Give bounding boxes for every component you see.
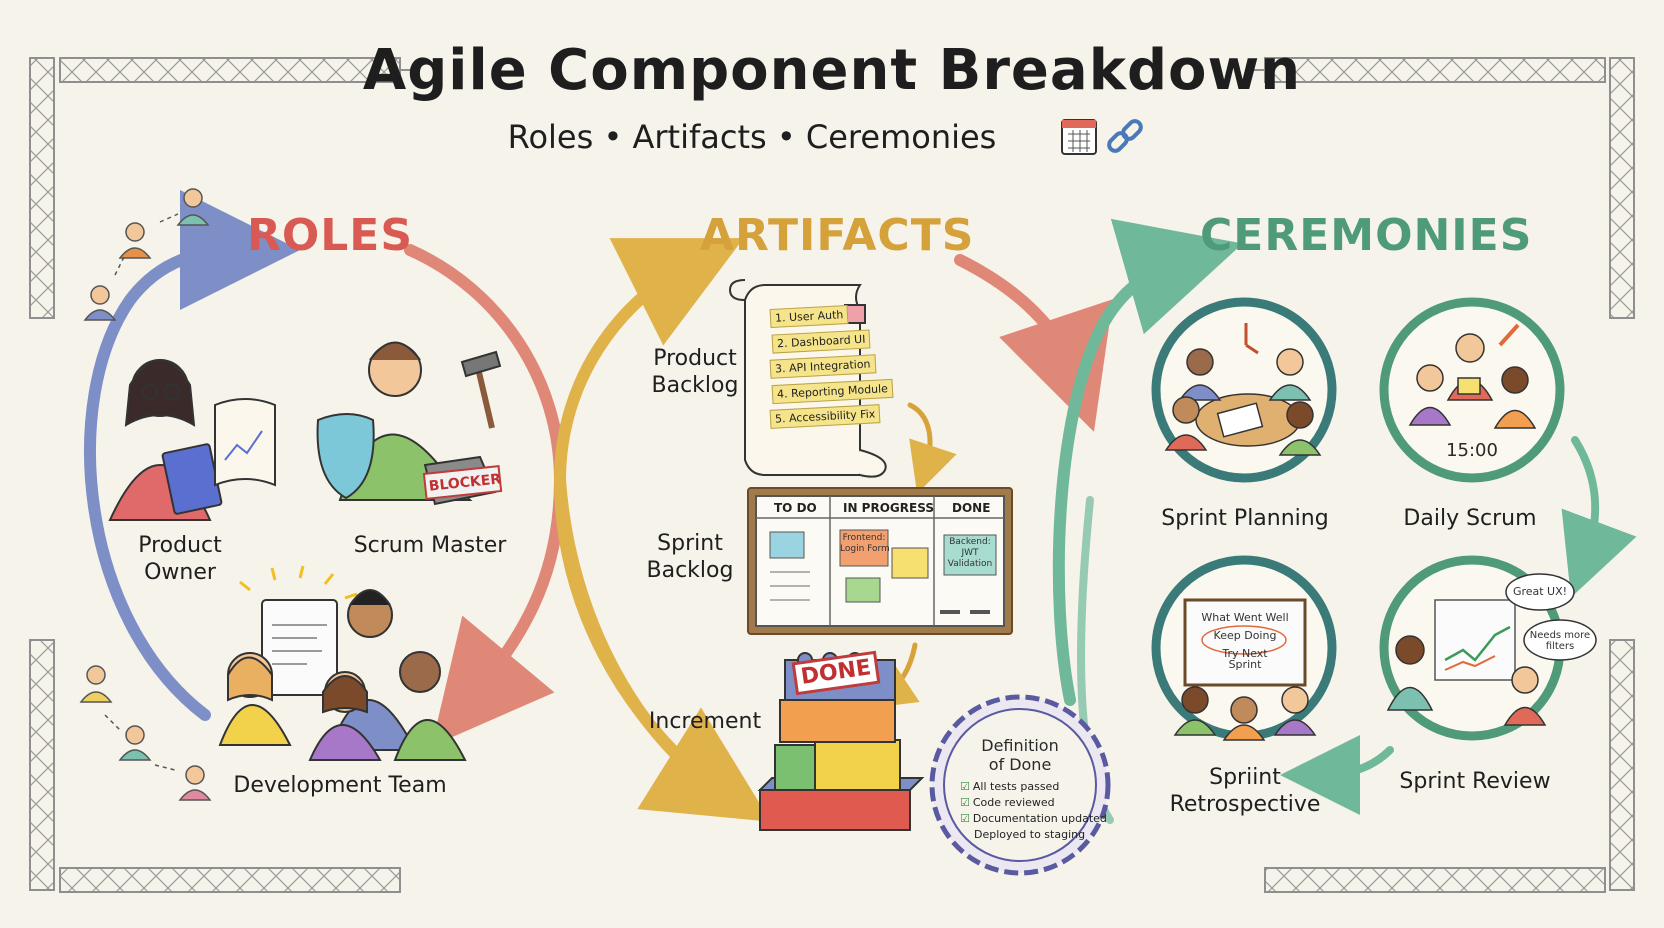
sprint-backlog-label: Sprint Backlog bbox=[646, 531, 734, 583]
retro-board-line: Try Next Sprint bbox=[1222, 647, 1268, 671]
sprint-planning-label: Sprint Planning bbox=[1161, 506, 1329, 531]
ceremonies-heading: CEREMONIES bbox=[1200, 210, 1533, 261]
sticky-note-backend: Backend: JWT Validation bbox=[947, 537, 993, 569]
sprint-retrospective-scene bbox=[1173, 598, 1317, 741]
calendar-icon bbox=[1061, 119, 1097, 155]
definition-of-done-title: Definition of Done bbox=[981, 736, 1059, 774]
people-icons-top-left bbox=[83, 188, 210, 321]
artifacts-heading: ARTIFACTS bbox=[700, 210, 975, 261]
sticky-note-frontend: Frontend: Login Form bbox=[840, 533, 890, 554]
development-team-label: Development Team bbox=[233, 773, 447, 798]
dod-checklist-text: Deployed to staging bbox=[974, 828, 1086, 841]
daily-scrum-clock: 15:00 bbox=[1446, 440, 1498, 461]
definition-of-done-badge bbox=[929, 694, 1111, 876]
people-icons-bottom-left bbox=[79, 665, 212, 801]
product-backlog-label: Product Backlog bbox=[651, 346, 739, 398]
page-subtitle: Roles • Artifacts • Ceremonies bbox=[507, 118, 997, 156]
dod-checklist-item: ☑Code reviewed bbox=[960, 796, 1055, 809]
dod-checklist-text: Code reviewed bbox=[972, 796, 1055, 809]
increment-blocks bbox=[757, 650, 925, 831]
column-todo: TO DO bbox=[774, 501, 817, 515]
dod-checklist-item: ☑Documentation updated bbox=[960, 812, 1107, 825]
dod-checklist-item: ☑All tests passed bbox=[960, 780, 1059, 793]
dod-checklist-text: All tests passed bbox=[972, 780, 1060, 793]
sprint-retrospective-label: Spriint Retrospective bbox=[1169, 765, 1321, 817]
sprint-backlog-board bbox=[747, 487, 1013, 635]
sprint-review-scene bbox=[1386, 573, 1597, 726]
product-owner-label: Product Owner bbox=[138, 533, 222, 585]
roles-heading: ROLES bbox=[246, 210, 414, 261]
decorative-frame bbox=[29, 57, 1635, 893]
retro-board-line: Keep Doing bbox=[1213, 629, 1277, 642]
sprint-review-label: Sprint Review bbox=[1399, 769, 1551, 794]
retro-board-line: What Went Well bbox=[1201, 611, 1289, 624]
artifacts-cycle-arrows bbox=[553, 238, 1113, 822]
checkmark-icon: ☑ bbox=[960, 812, 970, 825]
chain-link-icon bbox=[1107, 119, 1143, 153]
column-in-progress: IN PROGRESS bbox=[843, 501, 934, 515]
dod-checklist-item: Deployed to staging bbox=[974, 828, 1085, 841]
daily-scrum-label: Daily Scrum bbox=[1403, 506, 1537, 531]
scrum-master-illustration bbox=[316, 341, 503, 506]
development-team-illustration bbox=[218, 565, 467, 761]
sprint-planning-scene bbox=[1164, 323, 1322, 456]
scrum-master-label: Scrum Master bbox=[353, 533, 507, 558]
review-bubble-needs-filters: Needs more filters bbox=[1529, 630, 1591, 652]
dod-checklist-text: Documentation updated bbox=[972, 812, 1107, 825]
column-done: DONE bbox=[952, 501, 991, 515]
product-owner-illustration bbox=[108, 359, 276, 521]
checkmark-icon: ☑ bbox=[960, 796, 970, 809]
review-bubble-great-ux: Great UX! bbox=[1512, 585, 1568, 598]
page-title: Agile Component Breakdown bbox=[362, 38, 1302, 103]
checkmark-icon: ☑ bbox=[960, 780, 970, 793]
increment-label: Increment bbox=[648, 709, 762, 734]
daily-scrum-scene bbox=[1408, 323, 1537, 429]
